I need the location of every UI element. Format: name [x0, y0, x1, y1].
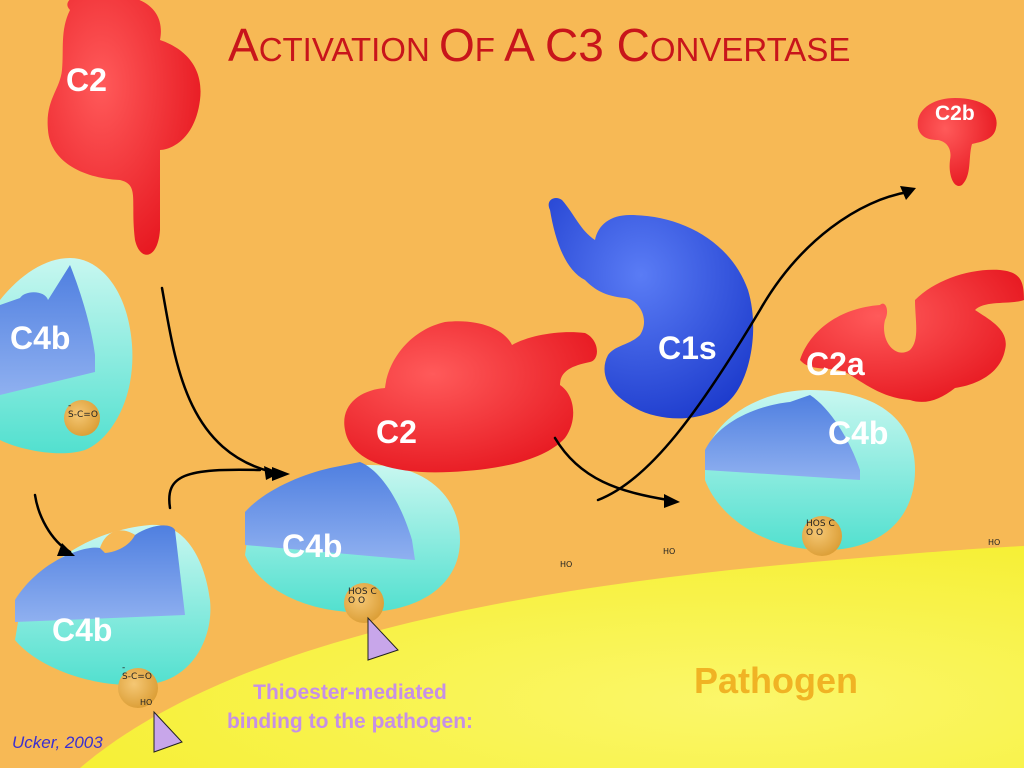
c2b-label: C2b	[935, 102, 975, 125]
thioester-group-bottom: - S-C=O	[122, 663, 152, 682]
reaction-arrows	[33, 190, 910, 554]
c4b-molecule-right	[705, 390, 915, 556]
arrow-heads	[57, 186, 916, 556]
c2a-molecule	[800, 269, 1024, 402]
arrow-c4b-left-down	[33, 493, 72, 554]
c2b-fragment	[917, 98, 997, 186]
c1s-label: C1s	[658, 330, 717, 366]
c1s-molecule	[548, 198, 754, 419]
arrow-c4b-bottom-up	[168, 468, 262, 510]
c4b-molecule-middle	[245, 462, 460, 623]
c2-molecule-top	[47, 0, 201, 255]
caption-line-2: binding to the pathogen:	[226, 710, 474, 733]
pathogen-surface	[80, 546, 1024, 768]
c2-middle-label: C2	[376, 414, 417, 450]
hydroxyl-bottom: HO	[140, 698, 153, 707]
caption-line-1: Thioester-mediated	[253, 681, 447, 704]
c2-molecule-middle	[344, 321, 597, 473]
c4b-middle-label: C4b	[282, 528, 343, 564]
thioester-marker-bottom	[153, 710, 183, 753]
c4b-left-label: C4b	[10, 320, 71, 356]
c4b-molecule-left	[0, 258, 133, 454]
c4b-bottom-left-label: C4b	[52, 612, 113, 648]
credit-text: Ucker, 2003	[12, 733, 103, 752]
thioester-group-middle: HOS C O O	[348, 587, 377, 606]
c2a-label: C2a	[806, 346, 865, 382]
arrow-c2-to-c4b	[160, 286, 274, 474]
c4b-right-label: C4b	[828, 415, 889, 451]
hydroxyl-surface-3: HO	[988, 538, 1001, 547]
thioester-group-left: - S-C=O	[68, 401, 98, 420]
thioester-group-right: HOS C O O	[806, 519, 835, 538]
thioester-marker-middle	[367, 616, 399, 661]
hydroxyl-surface-1: HO	[560, 560, 573, 569]
thioester-caption: Thioester-mediated binding to the pathog…	[190, 678, 510, 736]
arrow-c2-cleavage	[553, 436, 670, 502]
hydroxyl-surface-2: HO	[663, 547, 676, 556]
page-title: ACTIVATION OF A C3 CONVERTASE	[228, 19, 851, 71]
pathogen-label: Pathogen	[694, 660, 859, 701]
c4b-molecule-bottom-left	[15, 524, 211, 708]
arrow-c2b-release	[596, 190, 910, 502]
c2-top-label: C2	[66, 62, 107, 98]
